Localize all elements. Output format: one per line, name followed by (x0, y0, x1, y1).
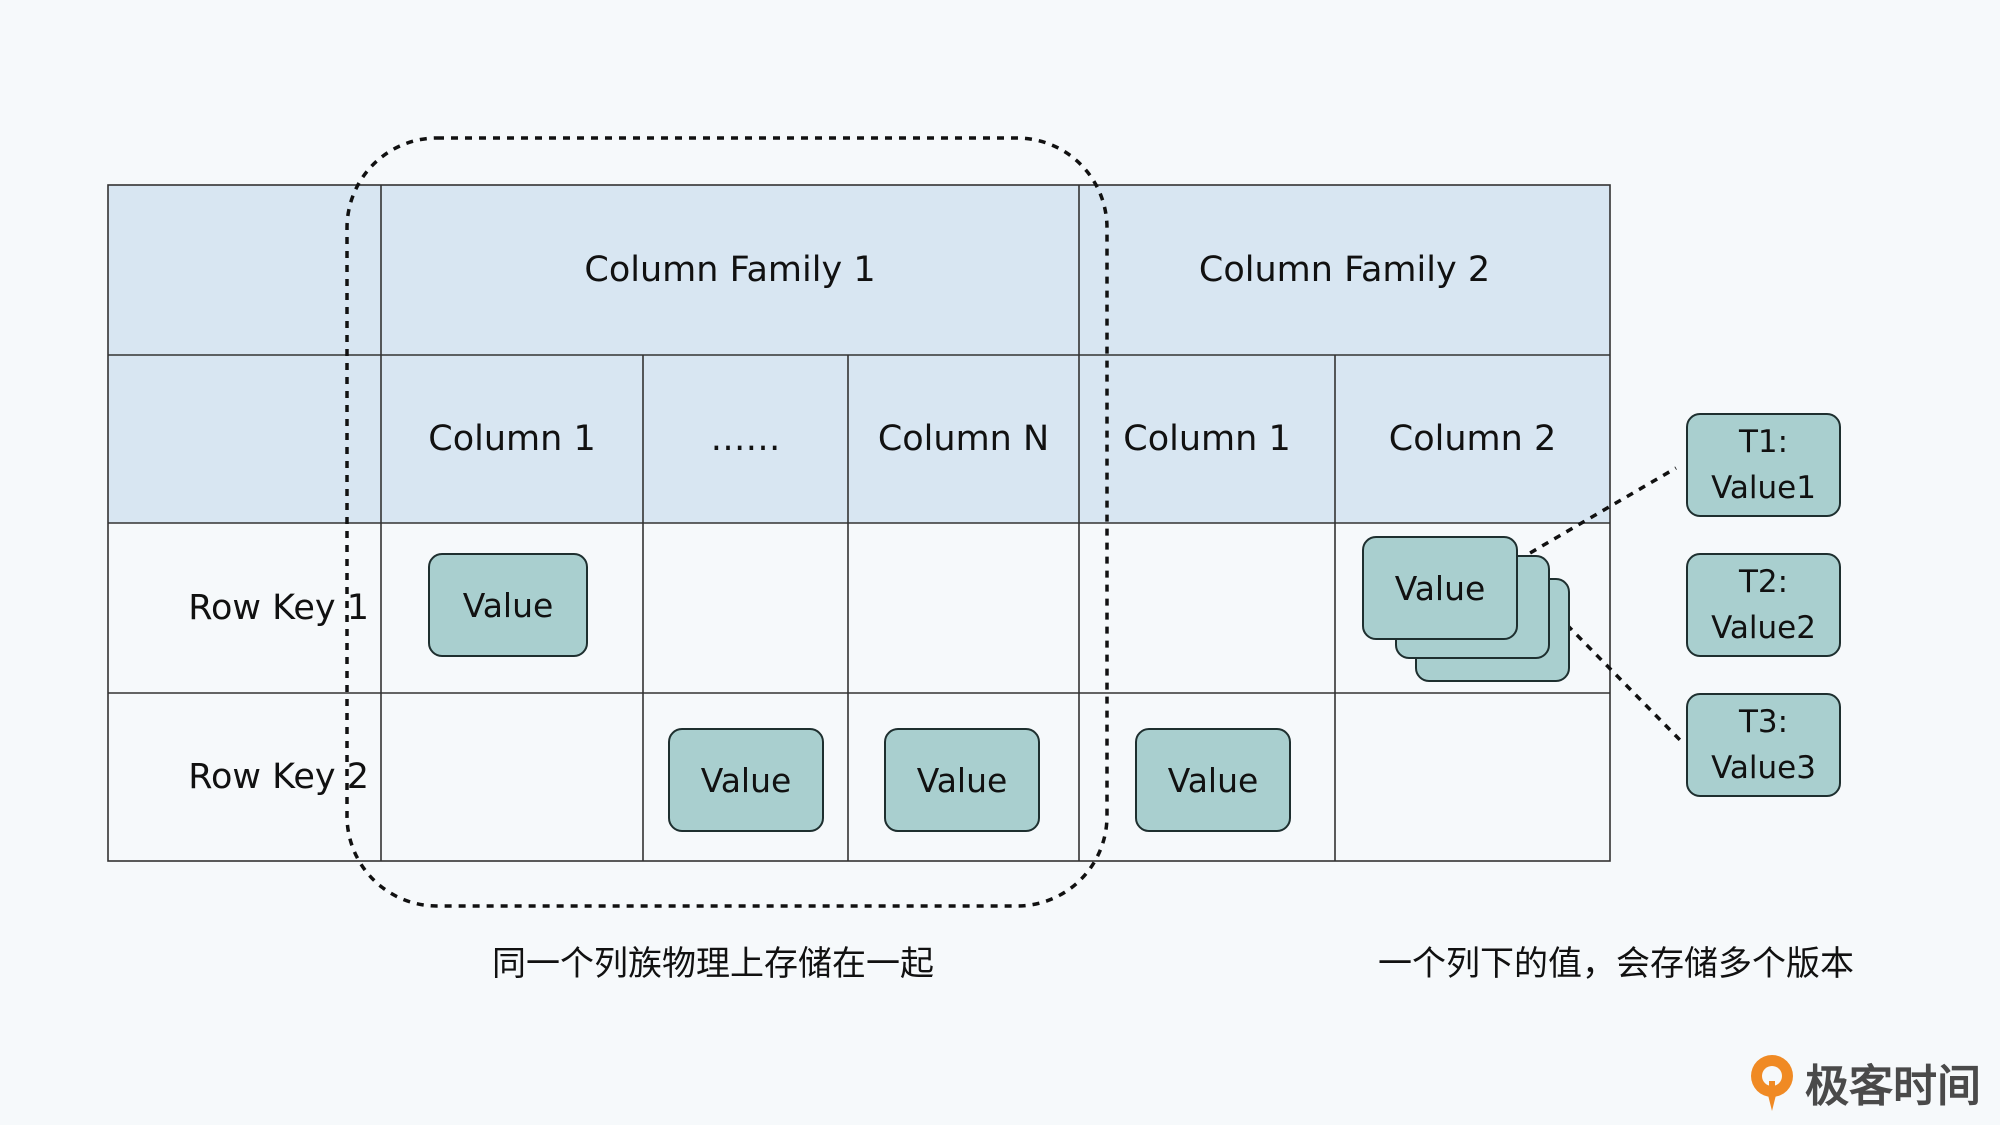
cf1-column-n-header: Column N (848, 355, 1079, 523)
column-family-2-header: Column Family 2 (1079, 185, 1610, 355)
value-label: Value (916, 760, 1008, 800)
version-t1-value: Value1 (1711, 470, 1816, 506)
row-key-1-cell: Row Key 1 (108, 523, 381, 693)
row-key-1-label: Row Key 1 (188, 588, 369, 628)
version-t1-time: T1: (1738, 424, 1789, 460)
row2-cf2-col2-cell (1335, 693, 1610, 861)
cf2-column-1-header: Column 1 (1079, 355, 1335, 523)
column-family-2-label: Column Family 2 (1198, 250, 1491, 290)
row-key-2-label: Row Key 2 (188, 757, 369, 797)
value-row1-cf1-col1: Value (428, 553, 588, 657)
value-stack-front: Value (1362, 536, 1518, 640)
cf1-column-1-header: Column 1 (381, 355, 643, 523)
row-key-2-cell: Row Key 2 (108, 693, 381, 861)
row1-cf2-col1-cell (1079, 523, 1335, 693)
row1-cf1-ellipsis-cell (643, 523, 848, 693)
value-label: Value (1394, 568, 1486, 608)
version-t2-box: T2: Value2 (1686, 553, 1841, 657)
column-family-1-header: Column Family 1 (381, 185, 1079, 355)
cf1-ellipsis-label: …… (710, 419, 781, 459)
row1-cf1-colN-cell (848, 523, 1079, 693)
brand-name: 极客时间 (1805, 1061, 1981, 1112)
corner-header-bottom (108, 355, 381, 523)
cf1-ellipsis-header: …… (643, 355, 848, 523)
cf2-column-2-header: Column 2 (1335, 355, 1610, 523)
value-row2-cf2-col1: Value (1135, 728, 1291, 832)
value-row2-cf1-colN: Value (884, 728, 1040, 832)
value-label: Value (700, 760, 792, 800)
family-storage-caption: 同一个列族物理上存储在一起 (492, 944, 934, 984)
brand-logo: 极客时间 (1745, 1050, 1981, 1114)
value-label: Value (462, 585, 554, 625)
version-t3-box: T3: Value3 (1686, 693, 1841, 797)
version-t3-value: Value3 (1711, 750, 1816, 786)
version-t3-time: T3: (1738, 704, 1789, 740)
corner-header-top (108, 185, 381, 355)
cf1-column-n-label: Column N (877, 419, 1050, 459)
version-t2-value: Value2 (1711, 610, 1816, 646)
value-label: Value (1167, 760, 1259, 800)
geektime-logo-icon (1751, 1055, 1793, 1111)
cf2-column-1-label: Column 1 (1123, 419, 1291, 459)
column-family-1-label: Column Family 1 (584, 250, 876, 290)
version-t1-box: T1: Value1 (1686, 413, 1841, 517)
version-t2-time: T2: (1738, 564, 1789, 600)
cf2-column-2-label: Column 2 (1388, 419, 1557, 459)
multi-version-caption: 一个列下的值，会存储多个版本 (1378, 944, 1854, 984)
cf1-column-1-label: Column 1 (428, 419, 596, 459)
value-row2-cf1-ellipsis: Value (668, 728, 824, 832)
row2-cf1-col1-cell (381, 693, 643, 861)
